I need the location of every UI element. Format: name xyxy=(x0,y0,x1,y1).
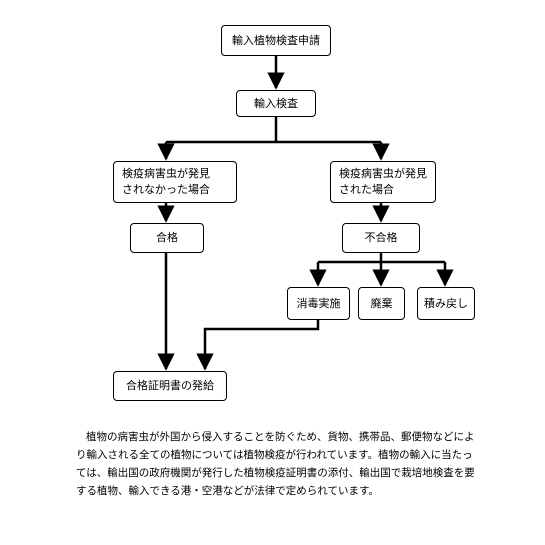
node-import-application: 輸入植物検査申請 xyxy=(221,25,331,56)
node-disposal: 廃棄 xyxy=(358,287,405,320)
node-pest-found: 検疫病害虫が発見 された場合 xyxy=(330,161,436,203)
node-import-inspection-label: 輸入検査 xyxy=(254,96,298,110)
caption-text: 植物の病害虫が外国から侵入することを防ぐため、貨物、携帯品、郵便物などにより輸入… xyxy=(76,431,475,497)
node-no-pest-found-label: 検疫病害虫が発見 されなかった場合 xyxy=(122,167,210,196)
node-disposal-label: 廃棄 xyxy=(370,296,393,310)
node-disinfection: 消毒実施 xyxy=(287,287,350,320)
node-pass-label: 合格 xyxy=(156,231,178,244)
node-no-pest-found: 検疫病害虫が発見 されなかった場合 xyxy=(113,161,237,203)
node-import-inspection: 輸入検査 xyxy=(236,90,316,117)
node-fail: 不合格 xyxy=(342,223,420,253)
node-certificate-issuance: 合格証明書の発給 xyxy=(113,371,227,401)
node-import-application-label: 輸入植物検査申請 xyxy=(232,33,320,47)
connector-disinfection-to-certificate xyxy=(196,320,320,371)
node-pass: 合格 xyxy=(130,223,204,253)
node-reshipment: 積み戻し xyxy=(417,287,475,320)
node-pest-found-label: 検疫病害虫が発見 された場合 xyxy=(339,167,427,196)
node-reshipment-label: 積み戻し xyxy=(424,296,468,310)
node-fail-label: 不合格 xyxy=(364,231,398,244)
node-disinfection-label: 消毒実施 xyxy=(296,296,341,310)
node-certificate-issuance-label: 合格証明書の発給 xyxy=(126,379,214,392)
